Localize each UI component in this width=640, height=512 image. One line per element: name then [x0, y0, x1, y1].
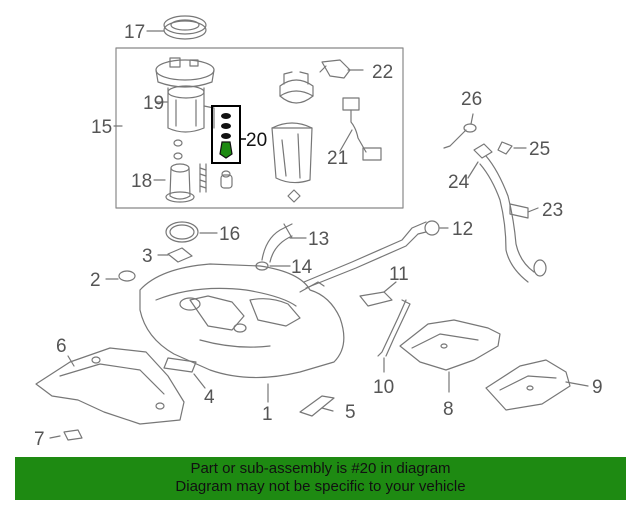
callout-7: 7 [34, 429, 45, 450]
part-22-bracket [279, 59, 351, 104]
part-17-ring [163, 15, 207, 40]
part-2-plug [118, 270, 136, 282]
part-reservoir-cup [271, 122, 313, 203]
part-20-highlight [211, 105, 246, 164]
part-16-gasket [165, 221, 199, 243]
part-5-pad [299, 395, 335, 417]
part-19-pump-module [155, 57, 215, 160]
callout-20: 20 [246, 130, 267, 151]
part-18-pump [165, 163, 233, 203]
part-6-heat-shield [35, 347, 185, 425]
callout-19: 19 [143, 93, 164, 114]
callout-13: 13 [308, 229, 329, 250]
callout-2: 2 [90, 270, 101, 291]
callout-22: 22 [372, 62, 393, 83]
leader-lines [49, 30, 589, 439]
part-3-pad [167, 247, 193, 263]
part-13-hose [261, 223, 293, 263]
callout-25: 25 [529, 139, 550, 160]
part-9-cover [485, 359, 571, 411]
callout-3: 3 [142, 246, 153, 267]
parts-diagram: 17 22 19 15 20 21 18 16 13 12 3 14 2 26 … [34, 15, 603, 450]
callout-8: 8 [443, 399, 454, 420]
callout-4: 4 [204, 387, 215, 408]
callout-16: 16 [219, 224, 240, 245]
part-10-strap [377, 299, 411, 357]
callout-12: 12 [452, 219, 473, 240]
callout-18: 18 [131, 171, 152, 192]
part-11-bracket [359, 291, 393, 307]
part-25-clip [497, 141, 513, 155]
callout-24: 24 [448, 172, 470, 193]
part-1-fuel-tank [139, 263, 345, 379]
part-23-filler-neck [479, 155, 547, 283]
banner-line-2: Diagram may not be specific to your vehi… [175, 478, 466, 495]
callout-23: 23 [542, 200, 563, 221]
callout-5: 5 [345, 402, 356, 423]
info-banner: Part or sub-assembly is #20 in diagram D… [15, 457, 626, 500]
callout-15: 15 [91, 117, 112, 138]
part-21-harness [342, 97, 382, 161]
part-4-pad [163, 357, 197, 373]
part-24-grommet [473, 143, 493, 159]
callout-6: 6 [56, 336, 67, 357]
callout-26: 26 [461, 89, 482, 110]
subassembly-box [115, 47, 404, 209]
callout-10: 10 [373, 377, 394, 398]
part-26-sensor [443, 123, 477, 149]
callout-21: 21 [327, 148, 348, 169]
banner-line-1: Part or sub-assembly is #20 in diagram [190, 460, 451, 477]
callout-1: 1 [262, 404, 273, 425]
callout-17: 17 [124, 22, 145, 43]
part-8-cover [399, 319, 501, 371]
callout-9: 9 [592, 377, 603, 398]
callout-11: 11 [389, 264, 409, 285]
part-7-clip [63, 429, 83, 441]
part-12-tube [303, 220, 440, 289]
callout-14: 14 [291, 257, 313, 278]
